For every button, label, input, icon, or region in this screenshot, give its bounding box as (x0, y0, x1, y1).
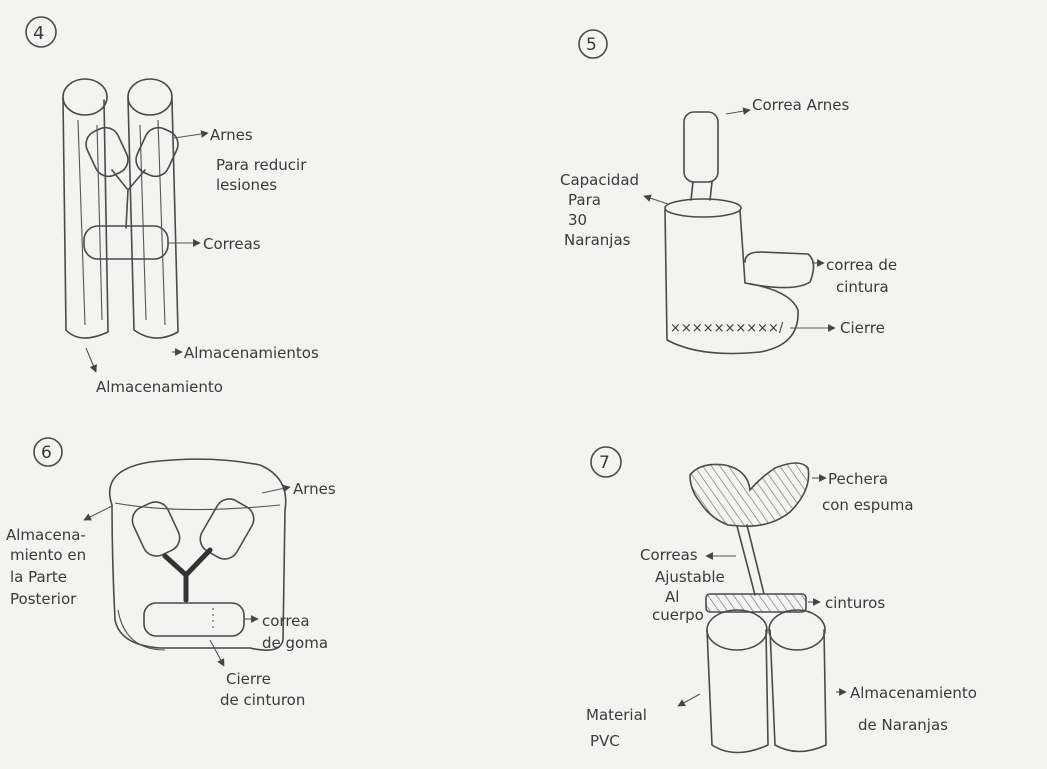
svg-text:7: 7 (599, 453, 610, 473)
sketch-4: 4 Arnes Para reducir lesiones Correas Al… (26, 17, 319, 396)
waist-strap (84, 226, 168, 259)
label-cierre-6a: Cierre (226, 670, 271, 688)
harness-pads (81, 123, 182, 228)
label-almac-6c: la Parte (10, 568, 67, 586)
label-material-7b: PVC (590, 732, 620, 750)
foam-chest-pad (690, 463, 809, 526)
label-capacidad-5c: 30 (568, 211, 587, 229)
belt-pouch (745, 252, 814, 288)
label-correa-cintura-5a: correa de (826, 256, 897, 274)
label-arnes-4: Arnes (210, 126, 253, 144)
label-arnes-desc-4a: Para reducir (216, 156, 307, 174)
sketch-number-5: 5 (579, 30, 607, 58)
label-correas-7b: Ajustable (655, 568, 725, 586)
label-almac-6d: Posterior (10, 590, 77, 608)
sketch-number-7: 7 (591, 447, 621, 477)
label-almac-6a: Almacena- (6, 526, 86, 544)
label-cierre-6b: de cinturon (220, 691, 305, 709)
label-correas-7c: Al (665, 588, 679, 606)
svg-text:4: 4 (33, 23, 44, 44)
sketch-6: 6 Arnes Almacena- miento en la Parte Pos… (6, 438, 336, 709)
svg-text:6: 6 (41, 443, 52, 463)
svg-text:5: 5 (586, 35, 597, 55)
rubber-strap (144, 603, 244, 636)
stitch-line: ××××××××××/ (670, 321, 784, 336)
label-arnes-6: Arnes (293, 480, 336, 498)
label-pechera-7b: con espuma (822, 496, 914, 514)
label-almacenamientos-4: Almacenamientos (184, 344, 319, 362)
shoulder-strap (684, 112, 718, 182)
label-cierre-5: Cierre (840, 319, 885, 337)
sketch-number-6: 6 (34, 438, 62, 466)
label-capacidad-5a: Capacidad (560, 171, 639, 189)
label-almac-7b: de Naranjas (858, 716, 948, 734)
label-arnes-desc-4b: lesiones (216, 176, 277, 194)
label-correas-4: Correas (203, 235, 261, 253)
adjustable-strap (737, 525, 764, 595)
belt (706, 594, 806, 612)
label-pechera-7a: Pechera (828, 470, 888, 488)
sketch-5: 5 Correa Arnes Capacidad Para 30 Naranja… (560, 30, 897, 354)
label-correa-cintura-5b: cintura (836, 278, 889, 296)
label-correa-arnes-5: Correa Arnes (752, 96, 849, 114)
backpack-shell (110, 459, 286, 650)
label-almacenamiento-4: Almacenamiento (96, 378, 223, 396)
label-capacidad-5b: Para (568, 191, 601, 209)
label-capacidad-5d: Naranjas (564, 231, 631, 249)
label-correa-6a: correa (262, 612, 310, 630)
sketch-number-4: 4 (26, 17, 56, 47)
label-material-7a: Material (586, 706, 647, 724)
backpack-cylinders (63, 79, 178, 338)
label-correas-7a: Correas (640, 546, 698, 564)
label-almac-7a: Almacenamiento (850, 684, 977, 702)
label-correa-6b: de goma (262, 634, 328, 652)
sketch-7: 7 Pechera con espuma Correas Ajustable A… (586, 447, 977, 753)
storage-cylinders (707, 610, 826, 753)
label-cinturon-7: cinturos (825, 594, 885, 612)
label-correas-7d: cuerpo (652, 606, 704, 624)
label-almac-6b: miento en (10, 546, 86, 564)
